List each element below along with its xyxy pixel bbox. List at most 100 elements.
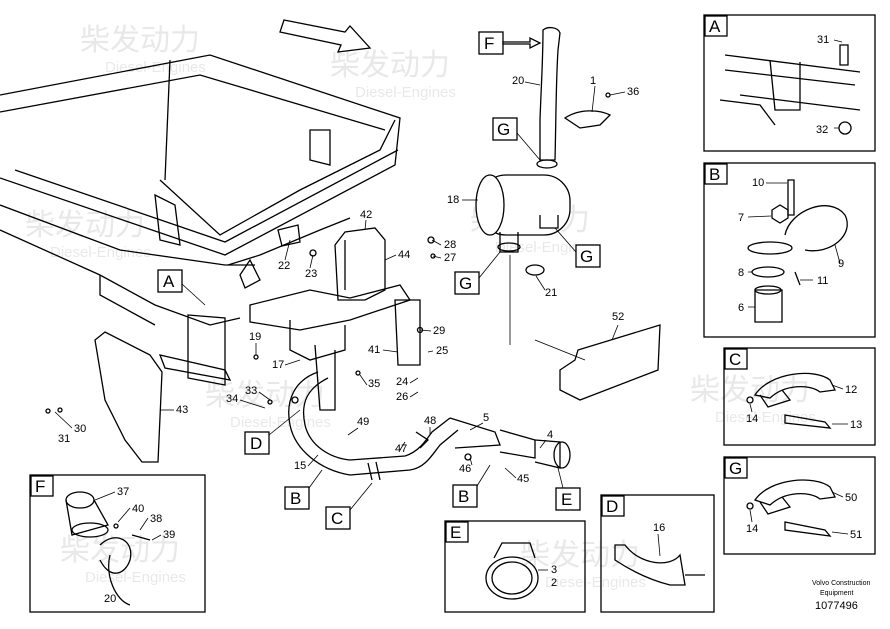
- heat-shield-52: [559, 324, 661, 401]
- document-number: 1077496: [815, 600, 858, 612]
- part-number: 20: [512, 75, 524, 87]
- part-number: 51: [850, 529, 862, 541]
- part-number: 32: [816, 124, 828, 136]
- part-number: 19: [249, 331, 261, 343]
- part-number: 35: [368, 378, 380, 390]
- footer-company: Volvo Construction: [812, 580, 870, 587]
- part-number: 34: [226, 393, 238, 405]
- part-number: 10: [752, 177, 764, 189]
- callout-letter: G: [459, 274, 472, 293]
- callout-letter: G: [497, 120, 510, 139]
- watermark-en: Diesel-Engines: [715, 409, 816, 426]
- callout-A: A: [157, 269, 206, 306]
- watermark-en: Diesel-Engines: [85, 569, 186, 586]
- watermark-en: Diesel-Engines: [355, 84, 456, 101]
- part-number: 50: [845, 492, 857, 504]
- muffler-assembly: [475, 26, 612, 345]
- part-number: 45: [517, 473, 529, 485]
- callout-letter: F: [484, 34, 494, 53]
- part-number: 12: [845, 384, 857, 396]
- callout-G2: G: [454, 251, 501, 295]
- watermark-en: Diesel-Engines: [495, 239, 596, 256]
- panel-letter: C: [729, 350, 741, 369]
- frame-drawing: [0, 54, 401, 326]
- callout-letter: G: [580, 247, 593, 266]
- part-number: 1: [590, 75, 596, 87]
- part-number: 3: [551, 564, 557, 576]
- part-number: 40: [132, 503, 144, 515]
- part-number: 28: [444, 239, 456, 251]
- part-number: 14: [746, 413, 758, 425]
- fasteners: [45, 92, 611, 461]
- leader-lines: [54, 81, 626, 479]
- part-number: 8: [738, 267, 744, 279]
- panel-letter: E: [450, 523, 461, 542]
- detail-panel-E: E 3 2: [444, 520, 586, 613]
- watermark-cn: 柴发动力: [80, 24, 200, 57]
- callout-letter: B: [458, 487, 469, 506]
- part-number: 38: [150, 513, 162, 525]
- part-number: 17: [272, 359, 284, 371]
- callout-letter: C: [331, 509, 343, 528]
- part-number: 11: [817, 275, 828, 287]
- callout-B2: B: [452, 464, 491, 508]
- detail-panel-C: C 12 14 13: [723, 347, 876, 446]
- callout-letter: E: [561, 490, 572, 509]
- panel-letter: D: [606, 497, 618, 516]
- part-number: 31: [58, 433, 70, 445]
- part-number: 31: [817, 34, 829, 46]
- part-number: 25: [436, 345, 448, 357]
- heat-shield-43: [94, 331, 163, 463]
- part-number: 15: [294, 460, 306, 472]
- part-number: 18: [447, 194, 459, 206]
- part-number: 48: [424, 415, 436, 427]
- callout-G1: G: [492, 117, 541, 161]
- callout-E: E: [555, 467, 581, 511]
- part-number: 29: [433, 325, 445, 337]
- part-number: 30: [74, 423, 86, 435]
- exhaust-pipe: [288, 371, 571, 481]
- panel-letter: F: [35, 477, 45, 496]
- part-number: 21: [545, 287, 557, 299]
- callout-G3: G: [554, 227, 601, 268]
- part-number: 27: [444, 252, 456, 264]
- part-number: 9: [838, 258, 844, 270]
- part-number: 46: [459, 463, 471, 475]
- part-number: 26: [396, 391, 408, 403]
- watermark-cn: 柴发动力: [60, 534, 180, 567]
- watermark-en: Diesel-Engines: [105, 59, 206, 76]
- watermark-cn: 柴发动力: [690, 374, 810, 407]
- mounting-bracket: [158, 227, 421, 411]
- part-number: 44: [398, 249, 410, 261]
- part-number: 24: [396, 376, 408, 388]
- callout-C: C: [325, 482, 373, 530]
- part-number: 14: [746, 523, 758, 535]
- part-number: 6: [738, 302, 744, 314]
- panel-letter: A: [709, 17, 721, 36]
- detail-panel-D: D 16: [600, 494, 715, 613]
- detail-panel-F: F 37 40 38 39 20: [29, 474, 206, 613]
- part-number: 47: [395, 443, 407, 455]
- callout-letter: A: [163, 272, 175, 291]
- callout-B1: B: [284, 469, 323, 510]
- watermark-cn: 柴发动力: [520, 539, 640, 572]
- document-footer: Volvo Construction Equipment 1077496: [812, 580, 870, 612]
- part-number: 5: [483, 412, 489, 424]
- part-number: 52: [612, 311, 624, 323]
- part-number: 22: [278, 260, 290, 272]
- part-number: 49: [357, 416, 369, 428]
- part-number: 20: [104, 593, 116, 605]
- part-number: 42: [360, 209, 372, 221]
- part-number: 16: [653, 522, 665, 534]
- watermark-en: Diesel-Engines: [545, 574, 646, 591]
- watermark-en: Diesel-Engines: [230, 414, 331, 431]
- part-number: 23: [305, 268, 317, 280]
- part-number: 33: [245, 385, 257, 397]
- part-number: 37: [117, 486, 129, 498]
- part-numbers: 1 36 20 18 21 42 28 27 44 22 23 29 25 41…: [58, 75, 639, 485]
- part-number: 43: [176, 404, 188, 416]
- detail-panel-A: A 31 32: [703, 14, 876, 152]
- footer-company-line2: Equipment: [820, 590, 854, 597]
- part-number: 7: [738, 212, 744, 224]
